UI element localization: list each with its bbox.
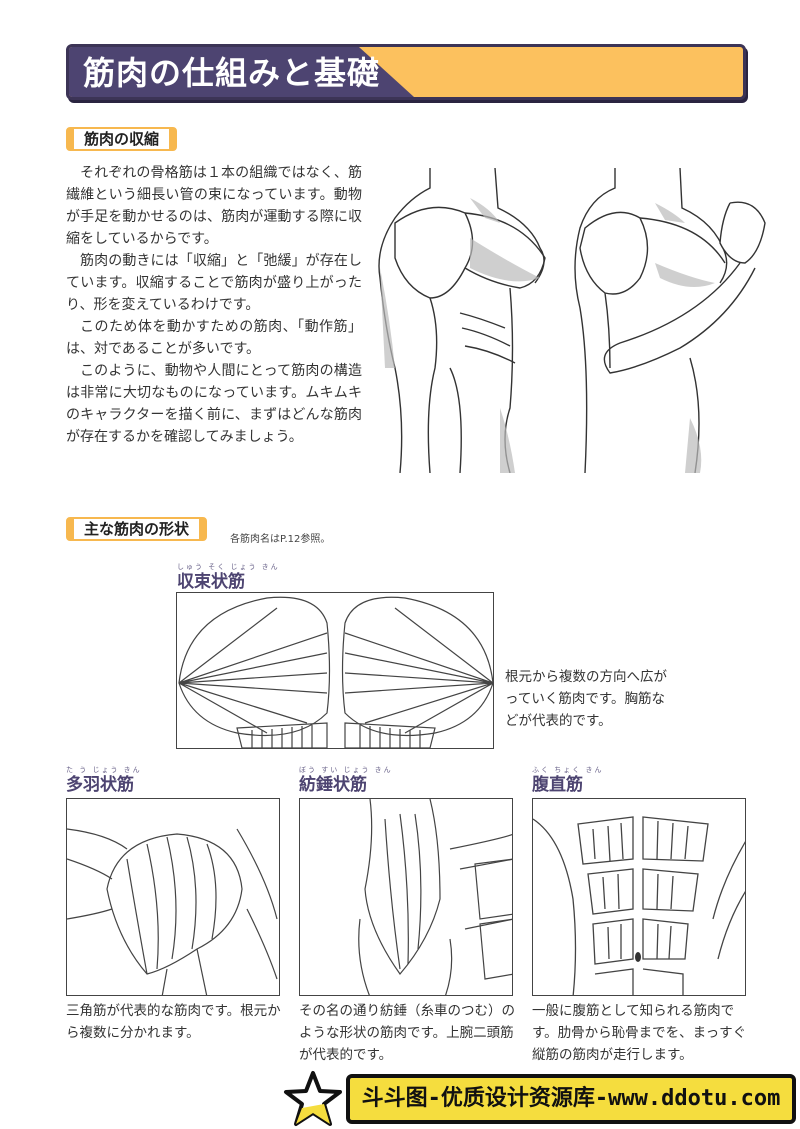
abdominis-illustration xyxy=(533,816,745,995)
caption-convergent-muscle: 根元から複数の方向へ広がっていく筋肉です。胸筋などが代表的です。 xyxy=(505,669,667,729)
label-convergent-muscle: しゅう そく じょう きん 収束状筋 xyxy=(177,563,280,592)
biceps-illustration-frame xyxy=(299,798,513,996)
pectoral-illustration xyxy=(178,596,493,748)
deltoid-illustration-frame xyxy=(66,798,280,996)
page-title: 筋肉の仕組みと基礎 xyxy=(83,54,381,92)
star-icon xyxy=(284,1071,342,1126)
ruby: しゅう そく じょう きん xyxy=(177,563,280,571)
section1-body: それぞれの骨格筋は１本の組織ではなく、筋繊維という細長い管の束になっています。動… xyxy=(66,162,362,448)
muscle-name: 腹直筋 xyxy=(532,775,583,795)
reference-note: 各筋肉名はP.12参照。 xyxy=(230,534,331,545)
paragraph: 筋肉の動きには「収縮」と「弛緩」が存在しています。収縮することで筋肉が盛り上がっ… xyxy=(66,253,362,313)
muscle-name: 多羽状筋 xyxy=(66,775,134,795)
paragraph: それぞれの骨格筋は１本の組織ではなく、筋繊維という細長い管の束になっています。動… xyxy=(66,165,362,247)
paragraph: このため体を動かすための筋肉、「動作筋」は、対であることが多いです。 xyxy=(66,319,362,357)
label-rectus-abdominis: ふく ちょく きん 腹直筋 xyxy=(532,766,603,795)
abdominis-illustration-frame xyxy=(532,798,746,996)
section-heading-shapes: 主な筋肉の形状 xyxy=(66,517,208,541)
pectoral-illustration-frame xyxy=(176,592,494,749)
ruby: た う じょう きん xyxy=(66,766,142,774)
caption-rectus-abdominis: 一般に腹筋として知られる筋肉です。肋骨から恥骨までを、まっすぐ縦筋の筋肉が走行し… xyxy=(532,1003,747,1063)
page-title-bar: 筋肉の仕組みと基礎 xyxy=(66,44,746,100)
title-purple-band xyxy=(69,47,414,97)
deltoid-illustration xyxy=(67,828,278,995)
ruby: ぼう すい じょう きん xyxy=(299,766,393,774)
label-multipennate-muscle: た う じょう きん 多羽状筋 xyxy=(66,766,142,795)
muscle-name: 紡錘状筋 xyxy=(299,775,367,795)
caption-multipennate-muscle: 三角筋が代表的な筋肉です。根元から複数に分かれます。 xyxy=(66,1003,281,1041)
muscle-name: 収束状筋 xyxy=(177,572,245,592)
ruby: ふく ちょく きん xyxy=(532,766,604,774)
watermark-banner: 斗斗图-优质设计资源库-www.ddotu.com xyxy=(346,1074,796,1124)
caption-fusiform-muscle: その名の通り紡錘（糸車のつむ）のような形状の筋肉です。上腕二頭筋が代表的です。 xyxy=(299,1003,515,1063)
label-fusiform-muscle: ぼう すい じょう きん 紡錘状筋 xyxy=(299,766,393,795)
muscular-torso-illustration xyxy=(378,168,766,473)
biceps-illustration xyxy=(358,799,512,995)
section-heading-contraction: 筋肉の収縮 xyxy=(66,127,178,151)
paragraph: このように、動物や人間にとって筋肉の構造は非常に大切なものになっています。ムキム… xyxy=(66,363,362,445)
